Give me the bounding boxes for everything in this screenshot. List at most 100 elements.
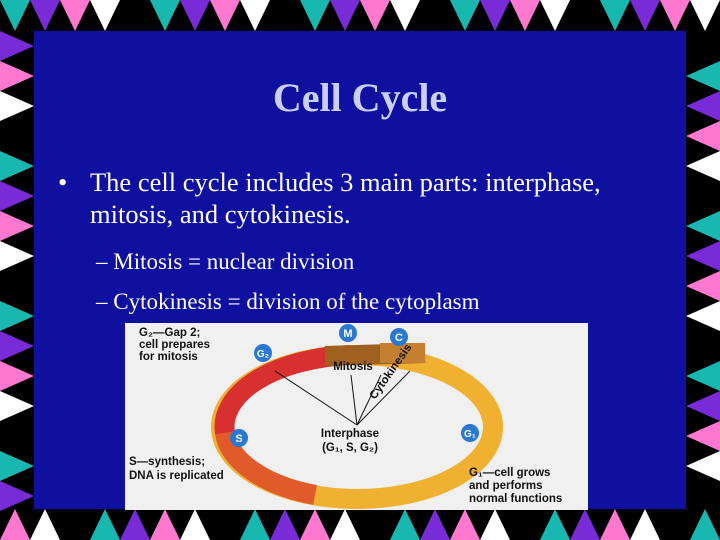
svg-text:G₁—cell grows: G₁—cell grows xyxy=(469,467,550,479)
border-triangle xyxy=(450,0,480,31)
svg-text:for mitosis: for mitosis xyxy=(139,351,198,363)
border-triangle xyxy=(210,509,240,540)
border-triangle xyxy=(0,361,34,391)
border-triangle xyxy=(120,509,150,540)
mitosis-label: Mitosis xyxy=(333,361,373,373)
badge-g2: G₂ xyxy=(254,344,272,362)
border-triangle xyxy=(0,301,34,331)
border-triangle xyxy=(390,0,420,31)
border-triangle xyxy=(0,271,34,301)
border-triangle xyxy=(660,509,690,540)
border-triangle xyxy=(690,0,720,31)
border-triangle xyxy=(630,509,660,540)
border-triangle xyxy=(180,509,210,540)
border-triangle xyxy=(686,361,720,391)
border-triangle xyxy=(90,509,120,540)
border-triangle xyxy=(600,509,630,540)
badge-c: C xyxy=(390,328,408,346)
border-triangle xyxy=(30,509,60,540)
border-triangle xyxy=(686,451,720,481)
border-triangle xyxy=(0,509,30,540)
border-triangle xyxy=(0,0,30,31)
border-triangle xyxy=(420,509,450,540)
border-triangle xyxy=(240,509,270,540)
pointer-lines xyxy=(274,370,411,426)
border-triangle xyxy=(60,0,90,31)
border-triangle xyxy=(686,211,720,241)
svg-text:C: C xyxy=(395,332,403,344)
border-triangle xyxy=(686,331,720,361)
border-triangle xyxy=(480,509,510,540)
border-triangle xyxy=(660,0,690,31)
border-triangle xyxy=(0,91,34,121)
border-triangle xyxy=(60,509,90,540)
border-triangle xyxy=(120,0,150,31)
border-triangle xyxy=(90,0,120,31)
border-triangle xyxy=(686,121,720,151)
border-triangle xyxy=(686,151,720,181)
border-triangle xyxy=(360,0,390,31)
g1-label: G₁—cell grows and performs normal functi… xyxy=(469,467,562,505)
border-triangle xyxy=(0,481,34,511)
border-triangle xyxy=(570,509,600,540)
border-triangle xyxy=(300,0,330,31)
border-triangle xyxy=(0,181,34,211)
border-triangle xyxy=(570,0,600,31)
border-triangle xyxy=(390,509,420,540)
subbullet-cytokinesis: – Cytokinesis = division of the cytoplas… xyxy=(96,289,480,314)
border-triangle xyxy=(0,391,34,421)
border-triangle xyxy=(420,0,450,31)
border-triangle xyxy=(360,509,390,540)
border-triangle xyxy=(210,0,240,31)
border-triangle xyxy=(686,181,720,211)
main-bullet-text: The cell cycle includes 3 main parts: in… xyxy=(90,167,601,229)
border-triangle xyxy=(510,509,540,540)
border-triangle xyxy=(686,391,720,421)
slide-title: Cell Cycle xyxy=(272,75,448,120)
border-triangle xyxy=(540,509,570,540)
border-triangle xyxy=(686,91,720,121)
border-triangle xyxy=(686,301,720,331)
border-triangle xyxy=(180,0,210,31)
border-triangle xyxy=(450,509,480,540)
svg-text:M: M xyxy=(343,328,352,340)
badge-s: S xyxy=(230,429,248,447)
border-triangle xyxy=(0,331,34,361)
svg-text:S—synthesis;: S—synthesis; xyxy=(129,456,205,468)
border-triangle xyxy=(0,211,34,241)
border-triangle xyxy=(686,61,720,91)
s-phase-arc xyxy=(215,430,317,505)
g2-label: G₂—Gap 2; cell prepares for mitosis xyxy=(139,327,210,363)
svg-text:G₂: G₂ xyxy=(257,349,269,360)
s-label: S—synthesis; DNA is replicated xyxy=(129,456,224,482)
border-triangle xyxy=(540,0,570,31)
border-triangle xyxy=(686,271,720,301)
svg-text:S: S xyxy=(235,433,242,445)
border-triangle xyxy=(510,0,540,31)
border-triangle xyxy=(330,509,360,540)
border-triangle xyxy=(240,0,270,31)
svg-text:(G₁, S, G₂): (G₁, S, G₂) xyxy=(322,442,378,454)
border-triangle xyxy=(30,0,60,31)
border-triangle xyxy=(330,0,360,31)
border-triangle xyxy=(630,0,660,31)
border-triangle xyxy=(150,0,180,31)
svg-text:cell prepares: cell prepares xyxy=(139,339,210,351)
svg-text:DNA is replicated: DNA is replicated xyxy=(129,470,224,482)
border-triangle xyxy=(270,0,300,31)
badge-g1: G₁ xyxy=(461,424,479,442)
cell-cycle-diagram: M C G₂ S G₁ Mitosis Cytokinesis G₂—Gap 2… xyxy=(125,323,588,510)
border-triangle xyxy=(0,421,34,451)
svg-text:Interphase: Interphase xyxy=(321,428,379,440)
svg-text:G₁: G₁ xyxy=(464,429,476,440)
border-triangle xyxy=(686,421,720,451)
border-triangle xyxy=(0,31,34,61)
subbullet-mitosis: – Mitosis = nuclear division xyxy=(96,249,355,274)
svg-text:normal functions: normal functions xyxy=(469,493,562,505)
svg-text:G₂—Gap 2;: G₂—Gap 2; xyxy=(139,327,200,339)
border-triangle xyxy=(690,509,720,540)
border-triangle xyxy=(0,451,34,481)
bullet-symbol: • xyxy=(58,167,68,197)
border-triangle xyxy=(0,121,34,151)
